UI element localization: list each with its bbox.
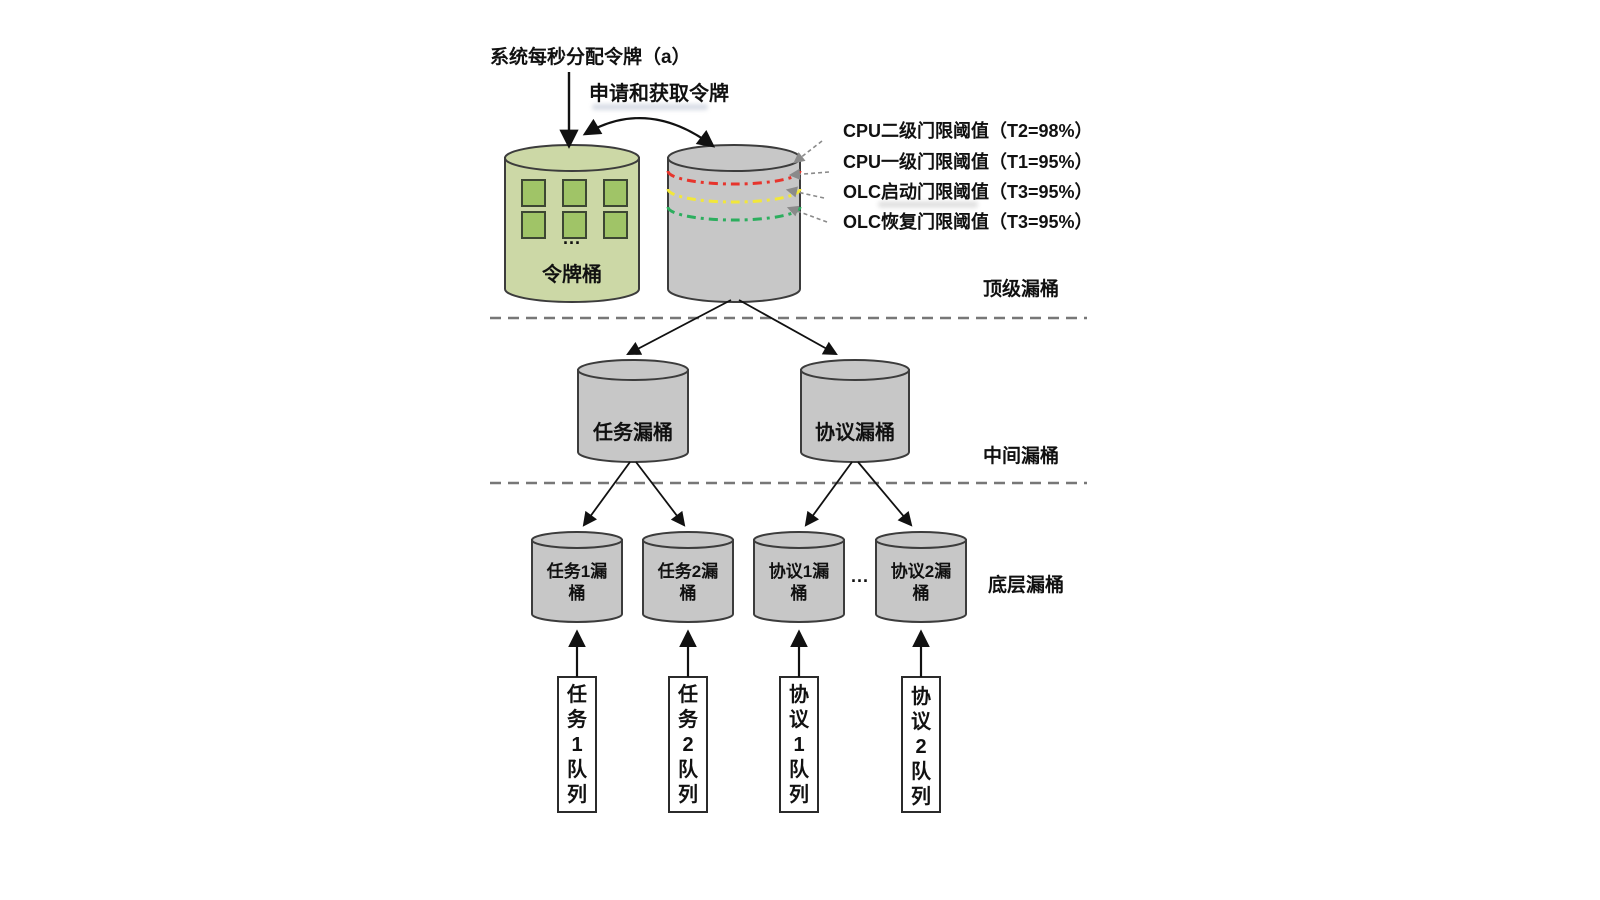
threshold-pointer-arrows	[785, 140, 830, 223]
token-bucket-label: 令牌桶	[542, 264, 602, 286]
token-icons	[521, 179, 628, 239]
middle-to-bottom-arrows	[582, 461, 913, 527]
queue-to-bucket-arrows	[568, 629, 930, 677]
task1-leaky-bucket-cylinder	[531, 531, 623, 623]
task2-bucket-label: 任务2漏 桶	[657, 562, 719, 603]
task-leaky-bucket-cylinder	[577, 359, 689, 463]
protocol-bucket-label: 协议漏桶	[815, 422, 895, 444]
threshold-label-cpu-t2: CPU二级门限阈值（T2=98%）	[843, 121, 1093, 141]
tier-label-middle: 中间漏桶	[983, 446, 1060, 467]
task1-bucket-label: 任务1漏 桶	[546, 562, 608, 603]
protocol2-queue-label: 协 议 2 队 列	[911, 686, 931, 808]
bottom-buckets-ellipsis: ...	[850, 566, 869, 586]
protocol-leaky-bucket-cylinder	[800, 359, 910, 463]
protocol1-queue-label: 协 议 1 队 列	[789, 684, 809, 806]
smudge-artifact	[878, 201, 978, 208]
acquire-curved-arrow	[582, 117, 716, 148]
threshold-line-green	[666, 206, 802, 222]
task2-queue-label: 任 务 2 队 列	[678, 684, 698, 806]
top-leaky-bucket-cylinder	[666, 144, 802, 303]
threshold-line-yellow	[666, 188, 802, 204]
threshold-line-red	[666, 170, 802, 186]
queue-boxes	[557, 676, 941, 813]
top-to-middle-arrows	[626, 299, 838, 356]
task-bucket-label: 任务漏桶	[593, 422, 673, 444]
threshold-label-olc-recover: OLC恢复门限阈值（T3=95%）	[843, 212, 1093, 232]
task1-queue-label: 任 务 1 队 列	[567, 684, 587, 806]
protocol1-leaky-bucket-cylinder	[753, 531, 845, 623]
task2-leaky-bucket-cylinder	[642, 531, 734, 623]
tier-label-bottom: 底层漏桶	[988, 575, 1065, 596]
protocol2-leaky-bucket-cylinder	[875, 531, 967, 623]
allocate-tokens-label: 系统每秒分配令牌（a）	[490, 47, 691, 68]
threshold-label-cpu-t1: CPU一级门限阈值（T1=95%）	[843, 152, 1093, 172]
protocol2-bucket-label: 协议2漏 桶	[890, 562, 952, 603]
smudge-artifact	[592, 104, 708, 110]
token-ellipsis: ...	[562, 228, 581, 248]
token-bucket-cylinder	[504, 144, 640, 303]
threshold-label-olc-start: OLC启动门限阈值（T3=95%）	[843, 182, 1093, 202]
protocol1-bucket-label: 协议1漏 桶	[768, 562, 830, 603]
acquire-tokens-label: 申请和获取令牌	[589, 83, 729, 105]
tier-label-top: 顶级漏桶	[983, 279, 1060, 300]
